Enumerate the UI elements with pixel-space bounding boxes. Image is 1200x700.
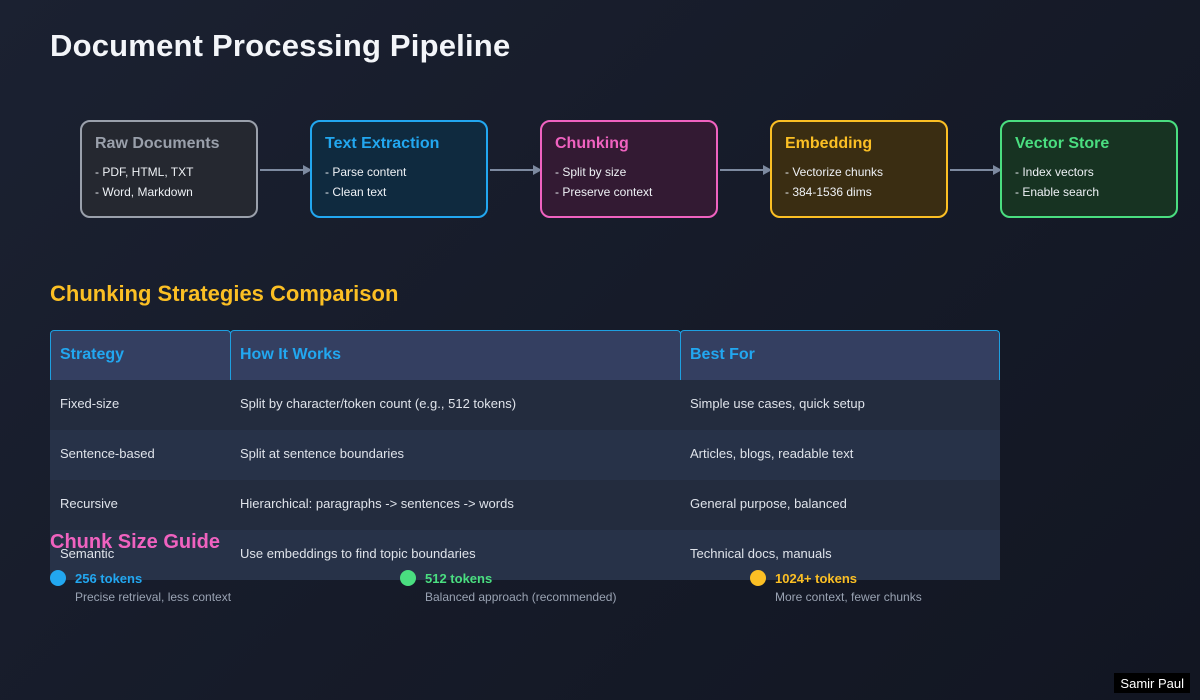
cell-strategy: Recursive	[60, 496, 118, 511]
stage-title: Raw Documents	[95, 135, 220, 152]
stage-detail: - PDF, HTML, TXT	[95, 165, 194, 179]
stage-detail: - Split by size	[555, 165, 627, 179]
header-strategy: Strategy	[50, 330, 231, 380]
stage-embedding: Embedding - Vectorize chunks - 384-1536 …	[770, 120, 948, 218]
cell-best-for: Simple use cases, quick setup	[690, 396, 865, 411]
stage-title: Chunking	[555, 135, 629, 152]
page-title: Document Processing Pipeline	[50, 28, 511, 63]
stage-detail: - Parse content	[325, 165, 407, 179]
header-best-for: Best For	[680, 330, 1000, 380]
table-row: Recursive Hierarchical: paragraphs -> se…	[50, 480, 1000, 530]
cell-best-for: Technical docs, manuals	[690, 546, 832, 561]
arrow-connector	[950, 165, 1002, 175]
stage-text-extraction: Text Extraction - Parse content - Clean …	[310, 120, 488, 218]
guide-label: 1024+ tokens	[775, 571, 858, 586]
guide-label: 256 tokens	[75, 571, 143, 586]
header-how-it-works: How It Works	[230, 330, 681, 380]
cell-how: Use embeddings to find topic boundaries	[240, 546, 476, 561]
stage-vector-store: Vector Store - Index vectors - Enable se…	[1000, 120, 1178, 218]
cell-best-for: General purpose, balanced	[690, 496, 847, 511]
stage-raw-documents: Raw Documents - PDF, HTML, TXT - Word, M…	[80, 120, 258, 218]
guide-desc: More context, fewer chunks	[775, 590, 922, 604]
guide-desc: Balanced approach (recommended)	[425, 590, 617, 604]
cell-best-for: Articles, blogs, readable text	[690, 446, 854, 461]
cell-how: Split by character/token count (e.g., 51…	[240, 396, 517, 411]
table-row: Fixed-size Split by character/token coun…	[50, 380, 1000, 430]
stage-title: Embedding	[785, 135, 873, 152]
circle-icon	[50, 570, 66, 586]
stage-detail: - Index vectors	[1015, 165, 1094, 179]
guide-desc: Precise retrieval, less context	[75, 590, 232, 604]
stage-detail: - Vectorize chunks	[785, 165, 884, 179]
guide-label: 512 tokens	[425, 571, 493, 586]
guide-title: Chunk Size Guide	[50, 531, 221, 553]
cell-strategy: Fixed-size	[60, 396, 120, 411]
cell-how: Hierarchical: paragraphs -> sentences ->…	[240, 496, 514, 511]
stage-title: Text Extraction	[325, 135, 440, 152]
cell-how: Split at sentence boundaries	[240, 446, 405, 461]
comparison-table: Strategy How It Works Best For Fixed-siz…	[50, 330, 1000, 580]
table-header: Strategy How It Works Best For	[50, 330, 1000, 380]
arrow-connector	[490, 165, 542, 175]
table-row: Semantic Use embeddings to find topic bo…	[50, 530, 1000, 580]
comparison-title: Chunking Strategies Comparison	[50, 281, 399, 306]
stage-detail: - 384-1536 dims	[785, 185, 872, 199]
stage-detail: - Clean text	[325, 185, 387, 199]
table-row: Sentence-based Split at sentence boundar…	[50, 430, 1000, 480]
stage-title: Vector Store	[1015, 135, 1110, 152]
stage-chunking: Chunking - Split by size - Preserve cont…	[540, 120, 718, 218]
circle-icon	[400, 570, 416, 586]
arrow-connector	[260, 165, 312, 175]
cell-strategy: Sentence-based	[60, 446, 155, 461]
arrow-connector	[720, 165, 772, 175]
cell-strategy: Semantic	[60, 546, 115, 561]
stage-detail: - Preserve context	[555, 185, 653, 199]
author-label: Samir Paul	[1114, 673, 1190, 693]
circle-icon	[750, 570, 766, 586]
stage-detail: - Enable search	[1015, 185, 1100, 199]
stage-detail: - Word, Markdown	[95, 185, 193, 199]
